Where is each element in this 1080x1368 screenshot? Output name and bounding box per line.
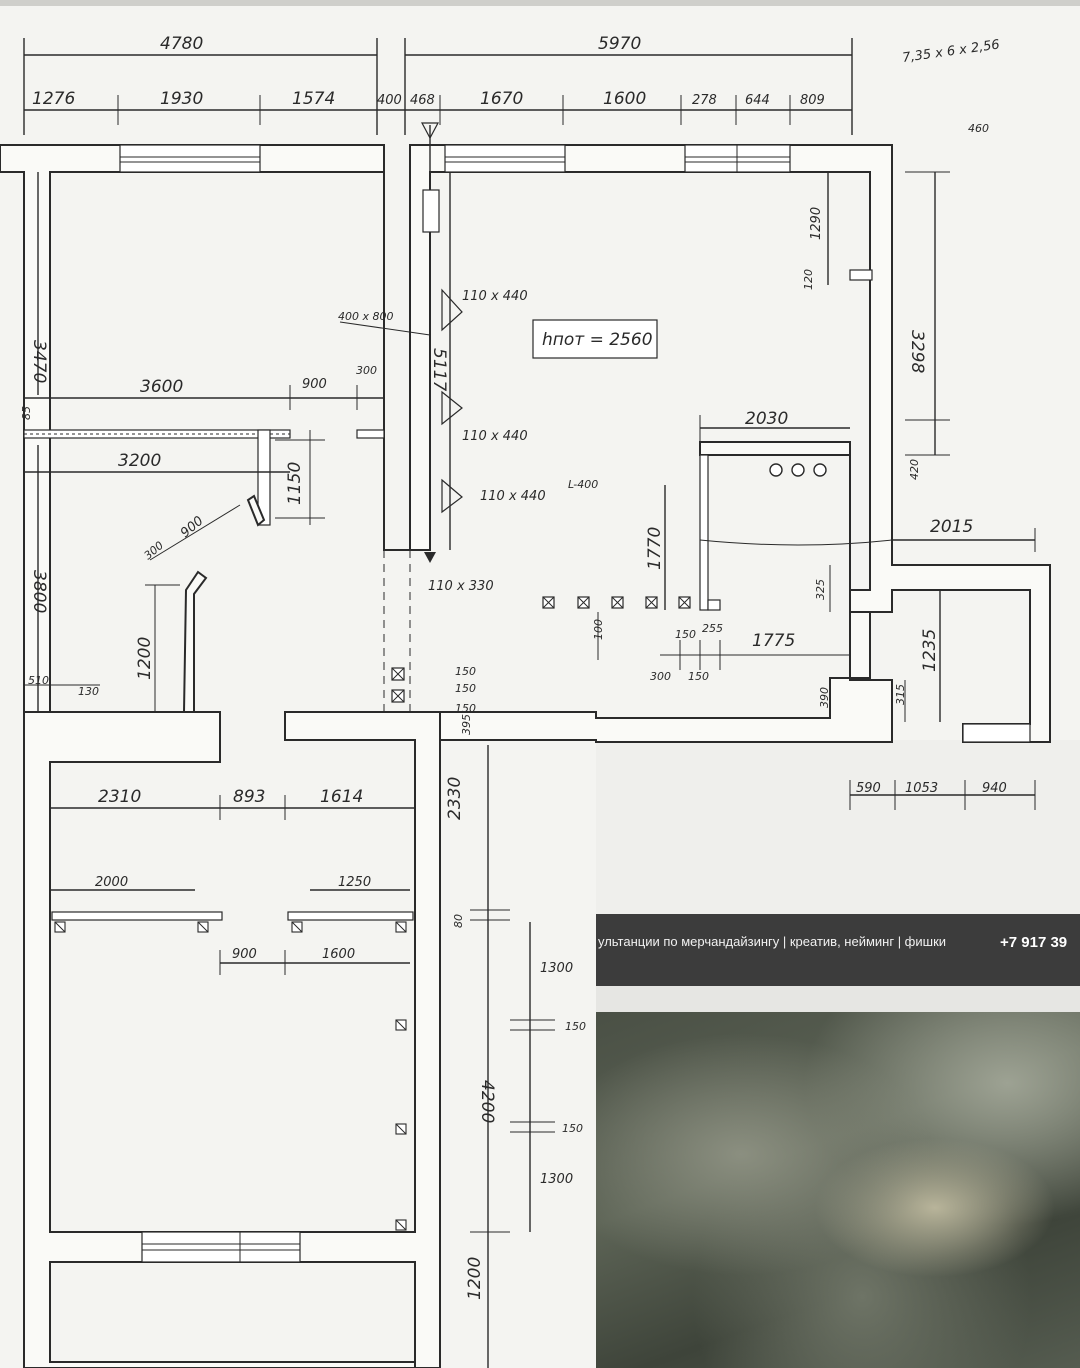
lower-dim-lines xyxy=(50,745,555,1368)
marble-background xyxy=(596,1012,1080,1368)
dim-3800: 3800 xyxy=(29,570,49,613)
ceiling-height-label: hпот = 2560 xyxy=(542,330,653,350)
door-openings xyxy=(383,550,411,712)
dim-top-1: 1276 xyxy=(32,89,75,109)
dim-325: 325 xyxy=(814,579,827,600)
dim-80: 80 xyxy=(452,914,465,928)
dim-top-10: 809 xyxy=(800,93,825,108)
dim-2030: 2030 xyxy=(745,409,788,429)
dim-1250: 1250 xyxy=(338,875,371,890)
dim-2330: 2330 xyxy=(445,777,465,820)
dim-top-7: 1600 xyxy=(603,89,646,109)
ceiling-height-box xyxy=(532,319,658,359)
dim-3600: 3600 xyxy=(140,377,183,397)
dim-1300-b: 1300 xyxy=(540,1172,573,1187)
dim-1300-a: 1300 xyxy=(540,961,573,976)
dim-top-3: 1574 xyxy=(292,89,335,109)
top-dimension-lines xyxy=(23,38,853,135)
dim-590: 590 xyxy=(856,781,881,796)
advertisement-strip xyxy=(596,914,1080,986)
advertisement-text: ультанции по мерчандайзингу | креатив, н… xyxy=(598,934,947,949)
dim-stack-1: 150 xyxy=(455,665,476,678)
dim-300-c: 300 xyxy=(650,670,671,683)
dim-1600: 1600 xyxy=(322,947,355,962)
dim-1200-b: 1200 xyxy=(465,1257,485,1300)
dim-1614: 1614 xyxy=(320,787,363,807)
dim-1775: 1775 xyxy=(752,631,795,651)
top-windows xyxy=(119,144,791,173)
dim-900-a: 900 xyxy=(302,377,327,392)
dim-2000: 2000 xyxy=(95,875,128,890)
dim-1200: 1200 xyxy=(135,637,155,680)
kitchen-area xyxy=(597,171,1036,722)
duct-label-110x330: 110 x 330 xyxy=(428,579,494,594)
dim-top-6: 1670 xyxy=(480,89,523,109)
dim-top-9: 644 xyxy=(745,93,770,108)
outlet-markers xyxy=(542,596,691,609)
dim-315: 315 xyxy=(894,684,907,705)
duct-label-l400: L-400 xyxy=(568,478,598,491)
dim-510: 510 xyxy=(28,674,49,687)
dim-3200: 3200 xyxy=(118,451,161,471)
dim-420: 420 xyxy=(908,459,921,480)
dim-total-right: 5970 xyxy=(598,34,641,54)
lower-windows xyxy=(141,1231,301,1263)
dim-900-c: 900 xyxy=(232,947,257,962)
dim-2310: 2310 xyxy=(98,787,141,807)
dim-top-5: 468 xyxy=(410,93,435,108)
dim-1770: 1770 xyxy=(645,527,665,570)
dim-150-c: 150 xyxy=(565,1020,586,1033)
dim-5117: 5117 xyxy=(429,348,449,391)
duct-label-1: 110 x 440 xyxy=(462,289,528,304)
dim-120: 120 xyxy=(802,269,815,290)
dim-top-2: 1930 xyxy=(160,89,203,109)
dim-2015: 2015 xyxy=(930,517,973,537)
dim-100: 100 xyxy=(592,619,605,640)
left-inner-dim-lines xyxy=(24,172,384,712)
dim-1053: 1053 xyxy=(905,781,938,796)
advertisement-phone: +7 917 39 xyxy=(1000,934,1068,951)
dim-1150: 1150 xyxy=(285,462,305,505)
duct-label-400x800: 400 x 800 xyxy=(338,310,394,323)
dim-390: 390 xyxy=(818,687,831,708)
dim-stack-2: 150 xyxy=(455,682,476,695)
dim-stack-4: 395 xyxy=(460,714,473,735)
note-460: 460 xyxy=(968,122,989,135)
dim-1235: 1235 xyxy=(920,629,940,672)
dim-300-a: 300 xyxy=(356,364,377,377)
dim-150-b: 150 xyxy=(688,670,709,683)
upper-walls xyxy=(0,144,1051,743)
dim-total-left: 4780 xyxy=(160,34,203,54)
dim-stack-3: 150 xyxy=(455,702,476,715)
ventilation-riser xyxy=(339,122,463,563)
dim-3470: 3470 xyxy=(29,340,49,383)
dim-150-a: 150 xyxy=(675,628,696,641)
lower-partitions xyxy=(51,911,414,1231)
balcony-window xyxy=(962,723,1031,743)
dim-85: 85 xyxy=(20,406,33,420)
dim-130: 130 xyxy=(78,685,99,698)
dim-255: 255 xyxy=(702,622,723,635)
dim-940: 940 xyxy=(982,781,1007,796)
dim-893: 893 xyxy=(233,787,265,807)
dim-150-d: 150 xyxy=(562,1122,583,1135)
dim-top-4: 400 xyxy=(377,93,402,108)
dim-top-8: 278 xyxy=(692,93,717,108)
dim-3298: 3298 xyxy=(907,330,927,373)
paper-edge xyxy=(596,986,1080,1016)
dim-1290: 1290 xyxy=(809,207,824,240)
duct-label-3: 110 x 440 xyxy=(480,489,546,504)
bottom-right-dim-lines xyxy=(849,780,1036,810)
dim-4200: 4200 xyxy=(477,1080,497,1123)
duct-label-2: 110 x 440 xyxy=(462,429,528,444)
